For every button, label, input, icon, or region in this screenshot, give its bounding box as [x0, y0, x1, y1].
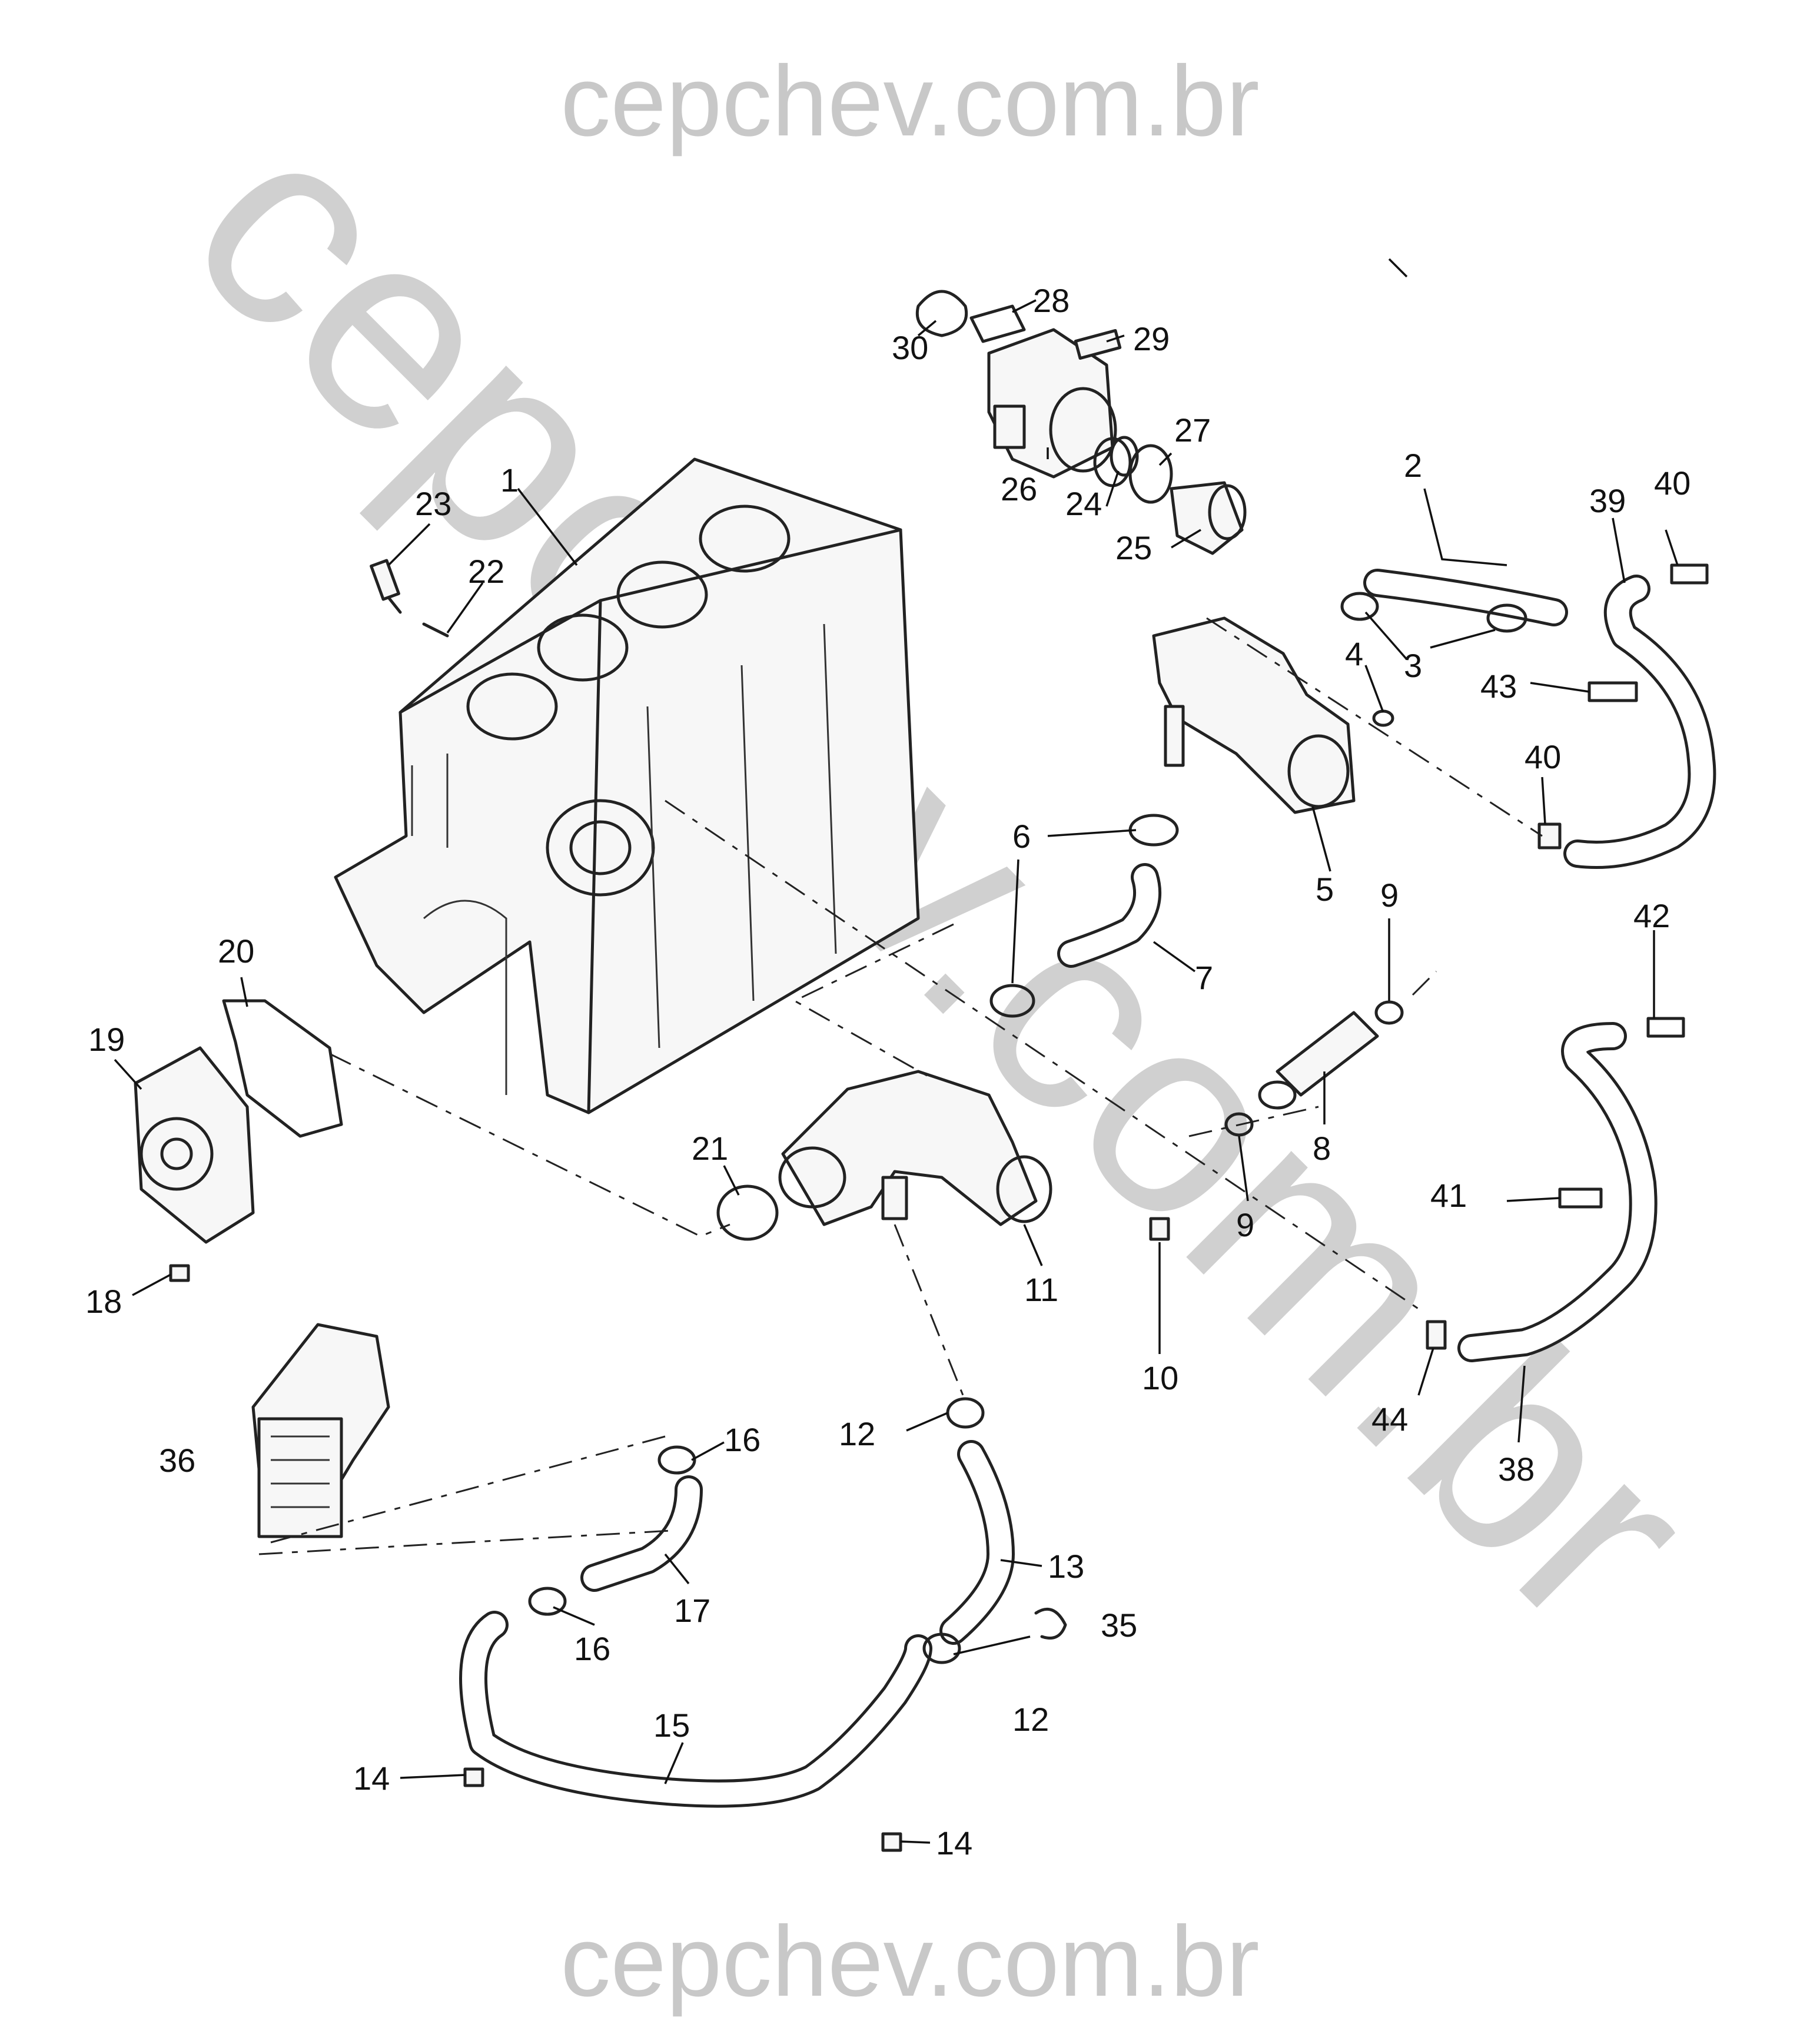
gasket-part-20	[222, 999, 343, 1138]
callout-8: 8	[1313, 1130, 1331, 1167]
callout-17: 17	[674, 1592, 710, 1629]
callout-20: 20	[218, 933, 254, 970]
callout-22: 22	[468, 553, 504, 590]
bolt-part-14a	[463, 1767, 484, 1787]
callout-14b: 14	[936, 1824, 972, 1862]
callout-36: 36	[159, 1442, 195, 1479]
callout-13: 13	[1048, 1548, 1084, 1585]
gasket-part-28	[969, 304, 1026, 343]
clip-part-40a	[1670, 563, 1709, 585]
bolt-part-14b	[881, 1832, 902, 1852]
clamp-part-16b	[528, 1587, 567, 1616]
clamp-part-12b	[922, 1632, 961, 1664]
callout-leaders	[114, 258, 1679, 1844]
callout-5: 5	[1316, 871, 1334, 908]
callout-27: 27	[1174, 412, 1211, 449]
callout-12b: 12	[1012, 1701, 1049, 1738]
callout-6: 6	[1012, 818, 1031, 855]
water-pump-part-19	[134, 1046, 255, 1244]
callout-19: 19	[88, 1021, 125, 1058]
callout-24: 24	[1065, 485, 1102, 522]
sensor-part-29	[1074, 328, 1122, 360]
pipe-part-8	[1258, 1011, 1379, 1110]
callout-10: 10	[1142, 1359, 1178, 1396]
callout-9a: 9	[1380, 877, 1399, 914]
callout-2: 2	[1404, 447, 1422, 484]
callout-14a: 14	[353, 1760, 390, 1797]
dowel-part-22	[422, 622, 449, 638]
callout-44: 44	[1371, 1401, 1408, 1438]
callout-4: 4	[1345, 635, 1363, 672]
clamp-part-12a	[946, 1397, 985, 1429]
callout-18: 18	[85, 1283, 122, 1320]
clamp-part-3a	[1340, 592, 1379, 621]
watermark-bottom: cepchev.com.br	[560, 1906, 1259, 2018]
hose-part-38	[1457, 1022, 1658, 1362]
callout-43: 43	[1480, 668, 1517, 705]
callout-7: 7	[1195, 959, 1213, 996]
callout-25: 25	[1115, 529, 1152, 566]
callout-29: 29	[1133, 320, 1170, 357]
clamp-part-16a	[657, 1445, 696, 1475]
bolt-part-18	[169, 1264, 190, 1282]
callout-21: 21	[692, 1130, 728, 1167]
callout-9b: 9	[1236, 1206, 1254, 1243]
clip-part-35	[1034, 1607, 1067, 1640]
callout-30: 30	[892, 329, 928, 366]
callout-16b: 16	[574, 1630, 610, 1667]
clip-part-41	[1558, 1187, 1603, 1209]
hose-part-39	[1563, 575, 1716, 869]
clamp-part-6b	[989, 984, 1035, 1018]
callout-labels: 1 2 3 4 5 6 7 8 9 9 10 11 12 12 13 14 14…	[85, 282, 1691, 1862]
clamp-part-9a	[1374, 1000, 1404, 1025]
assembly-lines	[258, 617, 1543, 1555]
callout-11: 11	[1024, 1271, 1058, 1308]
engine-block	[334, 457, 920, 1114]
clip-part-43	[1587, 681, 1638, 702]
oil-cooler-part-36	[251, 1323, 390, 1538]
callout-41: 41	[1430, 1177, 1467, 1214]
callout-39: 39	[1589, 482, 1626, 519]
hose-part-2	[1363, 569, 1568, 626]
clip-part-44	[1426, 1320, 1447, 1350]
thermostat-housing-part-26	[987, 328, 1117, 479]
callout-15: 15	[653, 1707, 690, 1744]
callout-3: 3	[1404, 647, 1422, 684]
coolant-manifold-part-11	[778, 1070, 1052, 1226]
callout-23: 23	[415, 485, 451, 522]
callout-28: 28	[1033, 282, 1070, 319]
clamp-part-6	[1128, 814, 1179, 847]
clip-part-40b	[1537, 822, 1562, 850]
o-ring-part-21	[716, 1184, 779, 1241]
o-ring-part-27	[1128, 444, 1173, 504]
watermark-top: cepchev.com.br	[560, 45, 1259, 157]
outlet-part-25	[1170, 481, 1247, 555]
hose-part-17	[580, 1475, 703, 1592]
callout-1: 1	[500, 462, 519, 499]
callout-26: 26	[1001, 470, 1037, 507]
callout-12a: 12	[839, 1415, 875, 1452]
clip-part-42	[1646, 1017, 1685, 1038]
clamp-part-4	[1372, 709, 1394, 727]
sensor-part-23	[370, 559, 402, 614]
callout-40b: 40	[1525, 738, 1561, 775]
callout-16a: 16	[724, 1421, 760, 1458]
gasket-part-30	[915, 290, 968, 337]
callout-38: 38	[1498, 1451, 1535, 1488]
water-pump-part-5	[1152, 616, 1356, 814]
callout-35: 35	[1101, 1607, 1137, 1644]
callout-42: 42	[1633, 897, 1670, 934]
clamp-part-9b	[1224, 1112, 1254, 1137]
bolt-part-10	[1149, 1217, 1170, 1241]
hose-part-7	[1057, 863, 1162, 968]
clamp-part-3b	[1486, 603, 1527, 633]
callout-40a: 40	[1654, 464, 1691, 502]
hose-part-15	[459, 1611, 932, 1808]
hose-part-13	[939, 1440, 1015, 1645]
